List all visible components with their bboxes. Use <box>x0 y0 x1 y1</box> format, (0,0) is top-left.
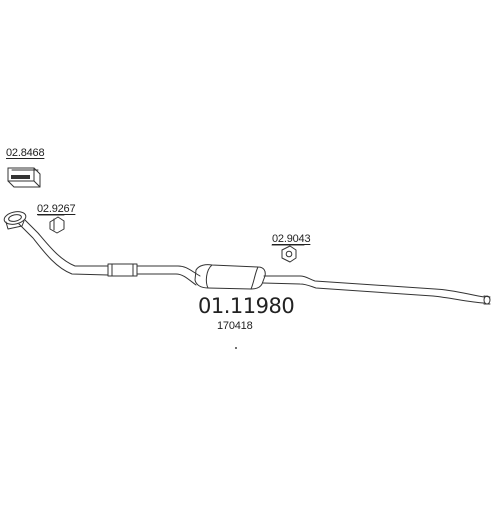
nut-icon <box>49 216 65 234</box>
ref-label-hanger: 02.9043 <box>272 233 311 245</box>
marker-dot <box>235 347 237 349</box>
tail-pipe <box>262 275 485 304</box>
ref-label-nut: 02.9267 <box>37 203 76 215</box>
clamp-kit-box-icon <box>7 167 41 188</box>
front-pipe <box>18 219 109 276</box>
pipe-sleeve-joint <box>107 263 138 277</box>
tail-end-ring <box>483 295 491 305</box>
center-muffler <box>194 264 266 290</box>
main-part-number: 01.11980 <box>198 294 295 318</box>
flange-ring <box>3 211 27 230</box>
rubber-hanger-icon <box>281 245 297 263</box>
oem-number: 170418 <box>217 320 253 332</box>
mid-pipe <box>136 265 201 286</box>
ref-label-clamp-box: 02.8468 <box>6 147 45 159</box>
